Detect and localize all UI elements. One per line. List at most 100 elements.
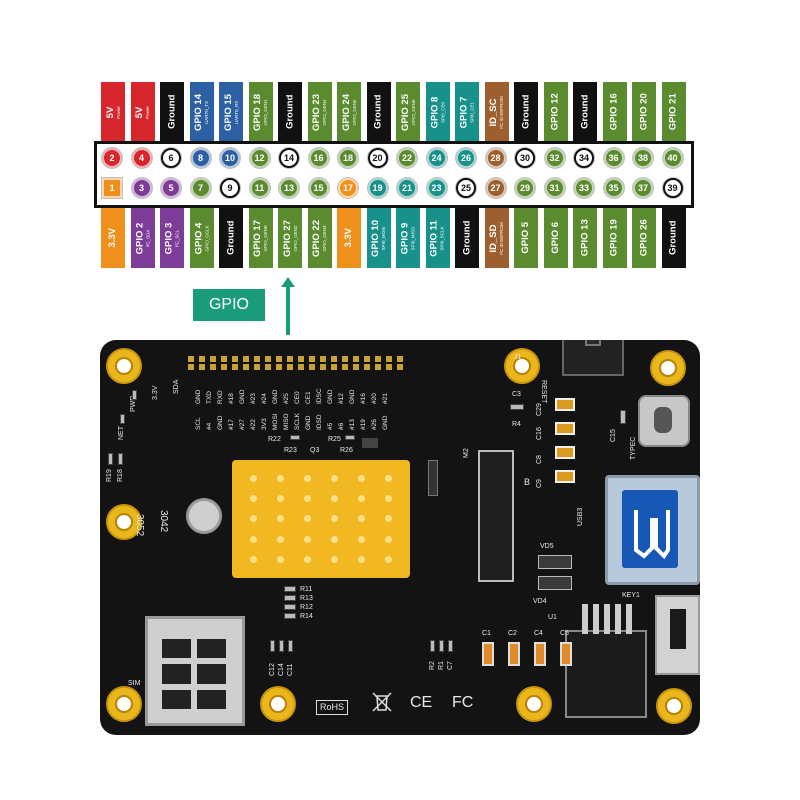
capacitor-label: C4 xyxy=(534,630,543,637)
pin-label-name: GPIO 12 xyxy=(549,93,561,131)
pin-5: 5 xyxy=(161,178,181,198)
heatsink-dot xyxy=(331,535,338,543)
weee-bin-icon xyxy=(372,692,392,712)
u1-connector[interactable] xyxy=(565,604,647,718)
pin-label-name: GPIO 20 xyxy=(638,93,650,131)
header-pin xyxy=(397,356,403,362)
gpio-callout-label: GPIO xyxy=(193,289,265,321)
heatsink-dot xyxy=(250,474,257,482)
pin-2: 2 xyxy=(102,148,122,168)
vd4-diode xyxy=(538,576,572,590)
resistor xyxy=(284,613,296,619)
silk-vd5: VD5 xyxy=(540,543,554,550)
header-pin xyxy=(298,356,304,362)
silk-c3: C3 xyxy=(512,391,521,398)
pin-label-name: GPIO 21 xyxy=(667,93,679,131)
header-pin xyxy=(375,356,381,362)
pin-34: 34 xyxy=(574,148,594,168)
pin-label-function: GPIO_GEN2 xyxy=(292,225,297,252)
pin-label-bottom-4: Ground xyxy=(219,208,243,268)
pin-label-name: GPIO 10 xyxy=(370,219,381,257)
pin-label-function: GPIO_GEN0 xyxy=(262,225,268,252)
header-silk-label: GND xyxy=(272,389,279,404)
heatsink-dot xyxy=(385,515,392,523)
header-silk-label: GND xyxy=(349,389,356,404)
header-silk-label: #20 xyxy=(371,393,378,404)
silk-r26: R26 xyxy=(340,447,353,454)
key1-switch[interactable] xyxy=(655,595,700,675)
header-pin xyxy=(210,356,216,362)
pin-25: 25 xyxy=(456,178,476,198)
heatsink-dot xyxy=(385,495,392,503)
heatsink-dot xyxy=(385,474,392,482)
header-silk-label: GND xyxy=(195,389,202,404)
pin-label-function: I²C_SDA xyxy=(144,229,150,247)
header-pin xyxy=(199,364,205,370)
pin-1: 1 xyxy=(102,178,122,198)
silk-m2: M2 xyxy=(463,448,470,458)
pin-label-name: 3.3V xyxy=(343,228,355,248)
pin-label-function: GPIO_GEN5 xyxy=(351,99,356,126)
capacitor xyxy=(560,642,572,666)
header-pin xyxy=(320,356,326,362)
header-silk-label: GND xyxy=(382,415,389,430)
pin-20: 20 xyxy=(367,148,388,168)
pin-label-bottom-17: GPIO 19 xyxy=(602,208,627,268)
pin-15: 15 xyxy=(308,178,329,198)
header-silk-label: GND xyxy=(239,389,246,404)
capacitor-label: C11 xyxy=(287,663,294,676)
header-silk-label: #13 xyxy=(349,419,356,430)
pin-label-function: UART0_RX xyxy=(233,100,238,124)
heatsink-dot xyxy=(304,535,311,543)
header-pin xyxy=(364,356,370,362)
capacitor-label: C1 xyxy=(482,630,491,637)
header-silk-label: #18 xyxy=(228,393,235,404)
header-silk-label: #4 xyxy=(206,422,213,430)
pin-label-function: Power xyxy=(144,105,150,119)
capacitor-label: C29 xyxy=(536,403,543,416)
header-pin xyxy=(221,364,227,370)
pin-39: 39 xyxy=(662,178,683,198)
silk-3v3: 3.3V xyxy=(152,385,159,400)
pin-18: 18 xyxy=(338,148,358,168)
header-silk-label: CE1 xyxy=(305,391,312,404)
sim-card-slot[interactable] xyxy=(145,616,245,726)
reset-button[interactable] xyxy=(562,340,624,376)
header-pin xyxy=(353,364,359,370)
pin-label-top-14: Ground xyxy=(514,82,538,142)
pin-31: 31 xyxy=(544,178,565,198)
header-silk-label: GND xyxy=(327,389,334,404)
m2-module-heatsink xyxy=(232,460,410,578)
header-silk-label: #17 xyxy=(228,419,235,430)
usb-type-c-port[interactable] xyxy=(638,395,690,447)
q3-transistor xyxy=(362,438,378,448)
header-pin xyxy=(386,364,392,370)
pin-label-function: SPI0_SCLK xyxy=(439,226,445,251)
m2-slot[interactable] xyxy=(478,450,514,582)
header-silk-label: #6 xyxy=(338,422,345,430)
silk-3052: 3052 xyxy=(134,514,145,537)
component-label: R2 xyxy=(429,661,436,670)
pin-3: 3 xyxy=(131,178,152,198)
tantalum-capacitor xyxy=(555,422,575,435)
silk-r23: R23 xyxy=(284,447,297,454)
heatsink-dot xyxy=(277,515,284,523)
pin-label-name: GPIO 19 xyxy=(608,219,620,257)
pin-label-top-16: Ground xyxy=(573,82,597,142)
usb3-port[interactable] xyxy=(605,475,700,585)
pin-32: 32 xyxy=(544,148,565,168)
silk-sim: SIM xyxy=(128,680,141,687)
mounting-hole-top-left xyxy=(106,348,142,384)
smd-capacitor xyxy=(270,640,275,652)
pin-label-function: I²C_SCL xyxy=(174,229,179,247)
pin-label-name: Ground xyxy=(284,94,296,130)
header-silk-label: #12 xyxy=(338,393,345,404)
